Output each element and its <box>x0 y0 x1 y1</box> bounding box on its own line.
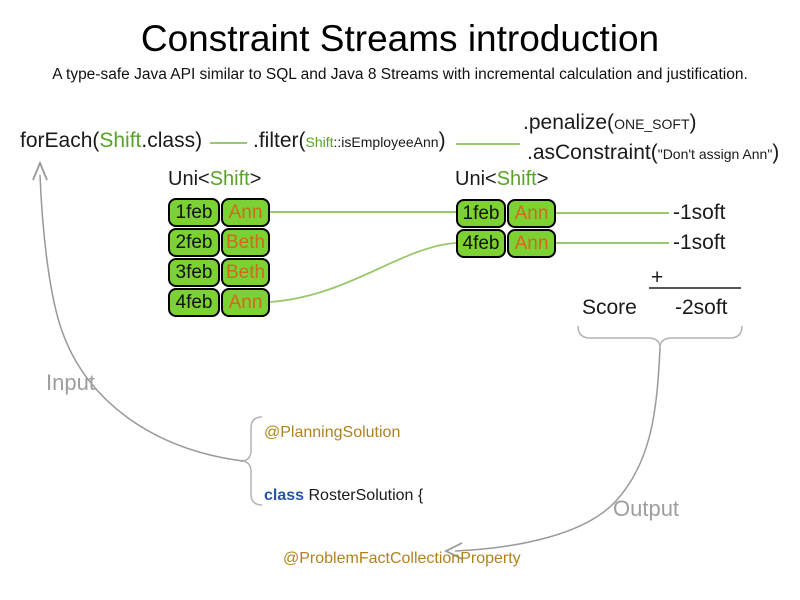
asconstraint-call: .asConstraint("Don't assign Ann") <box>527 141 779 165</box>
annotation-token: @ProblemFactCollectionProperty <box>283 550 521 567</box>
code-brace <box>240 416 263 506</box>
filter-arg-type: Shift <box>305 134 334 150</box>
annotation-token: @PlanningSolution <box>264 424 401 441</box>
penalty-label: -1soft <box>673 231 726 254</box>
shift-card-employee: Ann <box>221 198 270 227</box>
score-plus-sign: + <box>651 266 664 289</box>
page-title: Constraint Streams introduction <box>140 18 660 59</box>
asconstraint-post: ) <box>772 141 780 164</box>
shift-card-date: 2feb <box>168 228 220 257</box>
shift-card-employee: Beth <box>221 228 270 257</box>
foreach-pre: forEach( <box>20 129 100 152</box>
input-arrow-curve <box>39 174 244 462</box>
header-post: > <box>536 168 549 190</box>
shift-card-date: 4feb <box>168 288 220 317</box>
foreach-call: forEach(Shift.class) <box>20 129 202 153</box>
code-line-annotation: @PlanningSolution <box>264 422 532 443</box>
code-block: @PlanningSolution class RosterSolution {… <box>264 380 532 600</box>
output-arrow-curve <box>454 347 661 552</box>
code-line-annotation: @ProblemFactCollectionProperty <box>264 548 532 569</box>
shift-card-employee: Ann <box>507 229 556 258</box>
row-connector-4feb <box>269 242 457 303</box>
foreach-type: Shift <box>99 129 142 152</box>
penalize-post: ) <box>689 111 697 134</box>
class-name-token: RosterSolution { <box>304 487 424 504</box>
output-label: Output <box>613 496 680 521</box>
shift-card-date: 4feb <box>456 229 506 258</box>
subtitle: A type-safe Java API similar to SQL and … <box>52 66 748 83</box>
header-post: > <box>249 168 262 190</box>
header-type: Shift <box>209 168 250 190</box>
header-pre: Uni< <box>455 168 497 190</box>
penalty-label: -1soft <box>673 201 726 224</box>
right-stream-header: Uni<Shift> <box>455 168 548 191</box>
shift-card-date: 1feb <box>168 198 220 227</box>
input-label: Input <box>46 370 95 395</box>
input-arrowhead-icon <box>32 160 48 181</box>
shift-card-date: 1feb <box>456 199 506 228</box>
penalize-arg: ONE_SOFT <box>614 116 690 132</box>
header-type: Shift <box>496 168 537 190</box>
score-brace <box>577 325 743 349</box>
score-total: -2soft <box>675 296 728 319</box>
penalize-call: .penalize(ONE_SOFT) <box>523 111 697 135</box>
asconstraint-pre: .asConstraint( <box>527 141 658 164</box>
shift-card-date: 3feb <box>168 258 220 287</box>
filter-arg-rest: ::isEmployeeAnn <box>333 134 439 150</box>
shift-card-employee: Ann <box>221 288 270 317</box>
keyword-token: class <box>264 487 305 504</box>
filter-post: ) <box>438 129 446 152</box>
shift-card-employee: Beth <box>221 258 270 287</box>
filter-call: .filter(Shift::isEmployeeAnn) <box>253 129 446 153</box>
foreach-post: .class) <box>141 129 203 152</box>
score-label: Score <box>582 296 637 319</box>
left-stream-header: Uni<Shift> <box>168 168 261 191</box>
output-arrowhead-icon <box>443 542 463 560</box>
shift-card-employee: Ann <box>507 199 556 228</box>
penalize-pre: .penalize( <box>523 111 615 134</box>
filter-pre: .filter( <box>253 129 306 152</box>
code-line-class-decl: class RosterSolution { <box>264 485 532 506</box>
header-pre: Uni< <box>168 168 210 190</box>
asconstraint-arg: "Don't assign Ann" <box>657 146 773 162</box>
